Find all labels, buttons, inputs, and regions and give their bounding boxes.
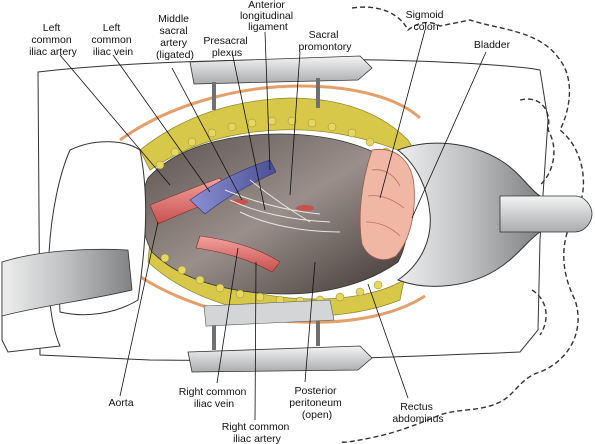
label-posterior-peritoneum: Posterior peritoneum (open): [289, 385, 344, 421]
leader-lines: [59, 29, 487, 421]
middle-sacral-artery-stump-2: [296, 205, 314, 211]
label-left-common-iliac-vein: Left common iliac vein: [91, 22, 134, 58]
right-common-iliac-artery-vessel: [195, 235, 281, 273]
lower-skin-edge: [129, 268, 426, 324]
label-right-common-iliac-vein: Right common iliac vein: [179, 386, 250, 410]
dashed-bowel-outline: [339, 6, 585, 443]
sigmoid-colon-folds: [365, 169, 405, 237]
upper-retractor-arms: [212, 78, 320, 110]
upper-retractor-bar: [189, 55, 373, 85]
label-anterior-longitudinal-ligament: Anterior longitudinal ligament: [240, 0, 296, 33]
label-right-common-iliac-artery: Right common iliac artery: [222, 421, 293, 444]
label-left-common-iliac-artery: Left common iliac artery: [29, 22, 78, 58]
left-common-iliac-vein-vessel: [189, 159, 277, 215]
label-rectus-abdominus: Rectus abdominus: [392, 401, 443, 425]
middle-sacral-artery-stump: [232, 199, 248, 205]
label-sacral-promontory: Sacral promontory: [298, 29, 352, 53]
label-sigmoid-colon: Sigmoid colon: [406, 9, 447, 33]
lower-retractor-plate: [203, 299, 335, 327]
bladder-retractor-blade: [396, 142, 541, 287]
label-aorta: Aorta: [108, 397, 133, 409]
lower-retractor-bar: [187, 345, 373, 373]
presacral-plexus-fibers: [224, 179, 341, 233]
label-presacral-plexus: Presacral plexus: [203, 35, 250, 59]
label-bladder: Bladder: [474, 39, 511, 51]
upper-skin-edge: [119, 84, 422, 142]
left-retractor-blade: [1, 248, 133, 317]
sigmoid-colon-shape: [359, 148, 415, 260]
bladder-retractor-handle: [499, 195, 593, 233]
fat-globules: [155, 116, 391, 306]
dashed-bowel-inner: [519, 98, 555, 336]
label-middle-sacral-artery: Middle sacral artery (ligated): [156, 13, 194, 61]
